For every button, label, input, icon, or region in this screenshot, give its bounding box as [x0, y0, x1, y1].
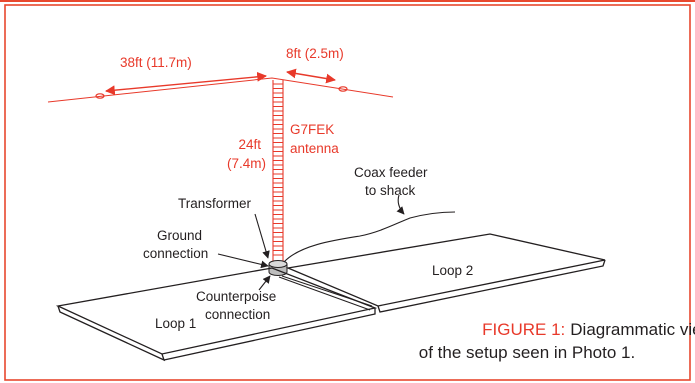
loop-2-label: Loop 2 — [432, 263, 473, 278]
ladder-line — [272, 80, 284, 262]
insulator-right — [338, 86, 348, 92]
loop-2 — [285, 233, 606, 313]
figure-caption-line1: FIGURE 1: Diagrammatic view — [482, 320, 695, 339]
coax-label-1: Coax feeder — [354, 165, 428, 180]
span-right-arrow — [286, 68, 336, 84]
ground-label-1: Ground — [157, 228, 202, 243]
height-ft-label: 24ft — [238, 137, 261, 152]
transformer-label: Transformer — [178, 196, 252, 211]
antenna-wire — [47, 77, 394, 103]
ground-pointer — [217, 253, 269, 269]
counterpoise-wire-2 — [278, 276, 371, 311]
antenna-word-label: antenna — [290, 141, 339, 156]
figure-number: FIGURE 1: — [482, 320, 565, 339]
counterpoise-label-2: connection — [205, 307, 270, 322]
loop-1-label: Loop 1 — [155, 316, 196, 331]
coax-label-2: to shack — [365, 183, 416, 198]
figure-caption-line2: of the setup seen in Photo 1. — [419, 343, 635, 362]
counterpoise-label-1: Counterpoise — [196, 289, 276, 304]
span-left-label: 38ft (11.7m) — [120, 55, 192, 70]
frame-border — [4, 4, 691, 381]
ground-label-2: connection — [143, 246, 208, 261]
loop-1 — [55, 267, 378, 362]
span-left-arrow — [105, 71, 267, 96]
antenna-name-label: G7FEK — [290, 122, 334, 137]
insulator-left — [95, 93, 105, 99]
span-right-label: 8ft (2.5m) — [286, 46, 344, 61]
coax-feeder — [283, 211, 456, 263]
counterpoise-pointer — [258, 275, 271, 291]
coax-pointer — [396, 194, 405, 215]
caption-text-1: Diagrammatic view — [570, 320, 695, 339]
height-m-label: (7.4m) — [227, 156, 266, 171]
counterpoise-wire — [281, 275, 373, 307]
transformer-pointer — [254, 213, 270, 259]
